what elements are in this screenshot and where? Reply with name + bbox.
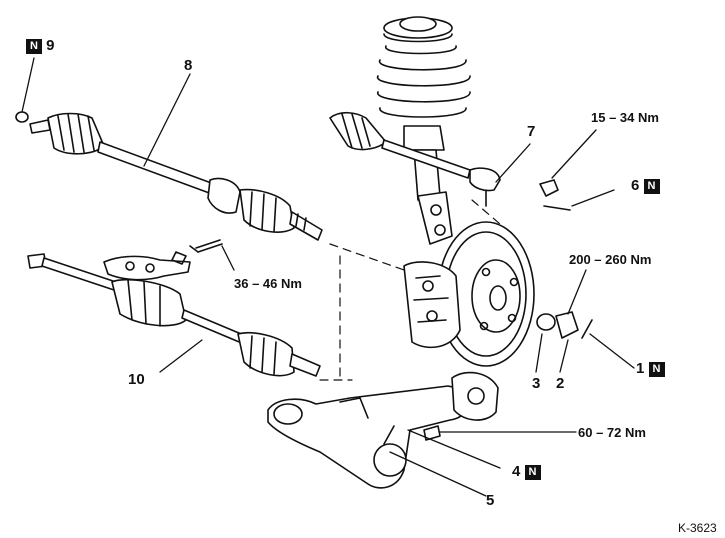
callout-7: 7 [527, 124, 535, 139]
cotter-pin-upper [543, 205, 571, 211]
callout-number: 5 [486, 492, 495, 509]
callout-number: 9 [46, 37, 55, 54]
callout-10: 10 [128, 372, 145, 387]
hub-nut [555, 311, 579, 339]
figure-reference: K-3623 [678, 521, 717, 536]
callout-2: 2 [556, 376, 564, 391]
washer [536, 313, 556, 331]
snap-ring [15, 111, 29, 123]
callout-4: 4 N [512, 464, 541, 480]
torque-value: 36 – 46 Nm [234, 276, 302, 291]
lower-control-arm [267, 371, 499, 489]
drive-shaft-upper [29, 112, 323, 241]
bearing-bracket [103, 239, 223, 281]
tie-rod-nut [539, 179, 559, 197]
new-part-badge: N [26, 39, 42, 54]
callout-1: 1 N [636, 361, 665, 377]
tie-rod-end [469, 167, 501, 207]
strut-assembly [377, 16, 471, 245]
new-part-badge: N [648, 362, 665, 377]
callout-6: 6 N [631, 178, 660, 194]
new-part-badge: N [524, 465, 541, 480]
steering-rack-boot [329, 111, 471, 179]
callout-number: 10 [128, 371, 145, 388]
torque-value: 15 – 34 Nm [591, 110, 659, 125]
torque-label-hub-nut: 200 – 260 Nm [569, 252, 651, 267]
callout-number: 4 [512, 463, 521, 480]
cotter-pin-hub [581, 319, 593, 339]
figure-reference-code: K-3623 [678, 521, 717, 535]
torque-value: 200 – 260 Nm [569, 252, 652, 267]
callout-5: 5 [486, 493, 494, 508]
assembly-guide-lines [319, 199, 501, 381]
callout-number: 7 [527, 123, 536, 140]
callout-9: N 9 [26, 38, 55, 54]
drive-shaft-lower [27, 253, 321, 377]
torque-label-arm-nut: 60 – 72 Nm [578, 425, 646, 440]
torque-value: 60 – 72 Nm [578, 425, 646, 440]
new-part-badge: N [643, 179, 660, 194]
callout-number: 6 [631, 177, 640, 194]
leader-lines [21, 57, 635, 497]
callout-number: 3 [532, 375, 541, 392]
callout-3: 3 [532, 376, 540, 391]
callout-number: 2 [556, 375, 565, 392]
brake-caliper [403, 261, 461, 349]
torque-label-tie-rod-nut: 15 – 34 Nm [591, 110, 659, 125]
torque-label-bracket-bolt: 36 – 46 Nm [234, 276, 302, 291]
callout-number: 8 [184, 57, 193, 74]
callout-number: 1 [636, 360, 645, 377]
callout-8: 8 [184, 58, 192, 73]
